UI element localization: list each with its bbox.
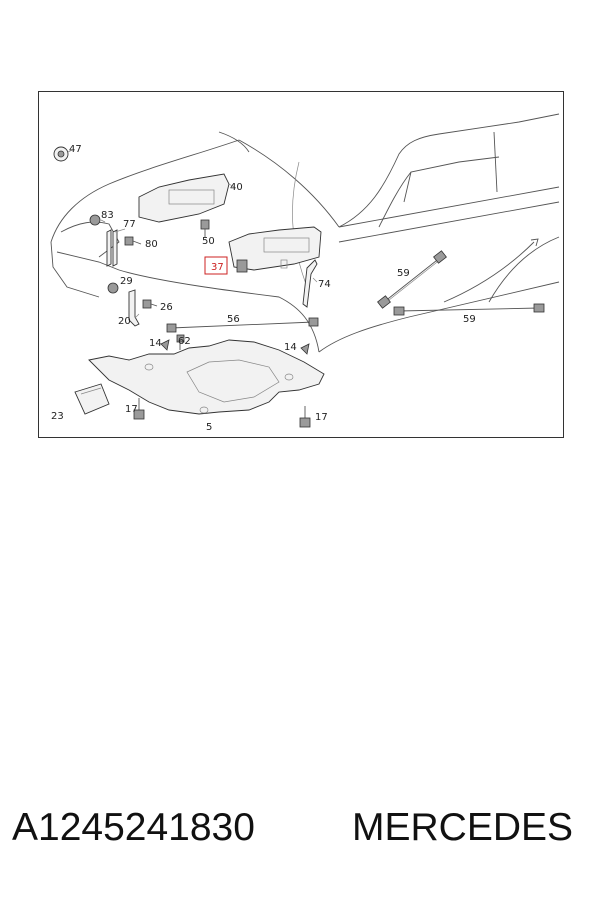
callout-59-upper: 59 (397, 268, 410, 279)
part-number: A1245241830 (12, 806, 255, 849)
parts-diagram: 47 40 83 77 80 50 37 29 26 20 74 59 59 5… (38, 91, 564, 438)
part-17-screw-left (133, 398, 145, 420)
callout-17-left: 17 (125, 404, 138, 415)
callout-37: 37 (211, 262, 224, 273)
callout-50: 50 (202, 236, 215, 247)
brand-name: MERCEDES (352, 806, 574, 849)
part-47-grommet (53, 146, 73, 162)
part-74-clip (302, 259, 318, 308)
part-14-clip-right (300, 343, 310, 355)
part-59-strut-lower (393, 238, 545, 316)
callout-74: 74 (318, 279, 331, 290)
part-83-77-80-bracket (89, 214, 142, 267)
callout-56: 56 (227, 314, 240, 325)
callout-5: 5 (206, 422, 212, 433)
part-caption: A1245241830 MERCEDES (0, 800, 600, 860)
part-50-screw (200, 219, 210, 237)
callout-14-right: 14 (284, 342, 297, 353)
part-14-clip-left (160, 339, 170, 351)
callout-62: 62 (178, 336, 191, 347)
callout-23: 23 (51, 411, 64, 422)
callout-47: 47 (69, 144, 82, 155)
leader-lines (100, 219, 318, 319)
part-37-side-panel (204, 226, 322, 275)
part-62-screw (176, 334, 185, 350)
callout-14-left: 14 (149, 338, 162, 349)
part-23-foam-block (74, 383, 110, 415)
callout-77: 77 (123, 219, 136, 230)
callout-17-right: 17 (315, 412, 328, 423)
part-59-strut-upper (377, 250, 447, 309)
callout-59-lower: 59 (463, 314, 476, 325)
part-5-underbody-shield (88, 339, 325, 415)
exploded-view-drawing: 47 40 83 77 80 50 37 29 26 20 74 59 59 5… (50, 113, 560, 433)
callout-80: 80 (145, 239, 158, 250)
part-29-26-20-bracket (107, 282, 158, 327)
callout-26: 26 (160, 302, 173, 313)
callout-20: 20 (118, 316, 131, 327)
callout-40: 40 (230, 182, 243, 193)
callout-83: 83 (101, 210, 114, 221)
callout-29: 29 (120, 276, 133, 287)
part-17-screw-right (299, 406, 311, 428)
part-40-insulation-panel (138, 173, 235, 223)
part-56-rod (166, 317, 319, 333)
